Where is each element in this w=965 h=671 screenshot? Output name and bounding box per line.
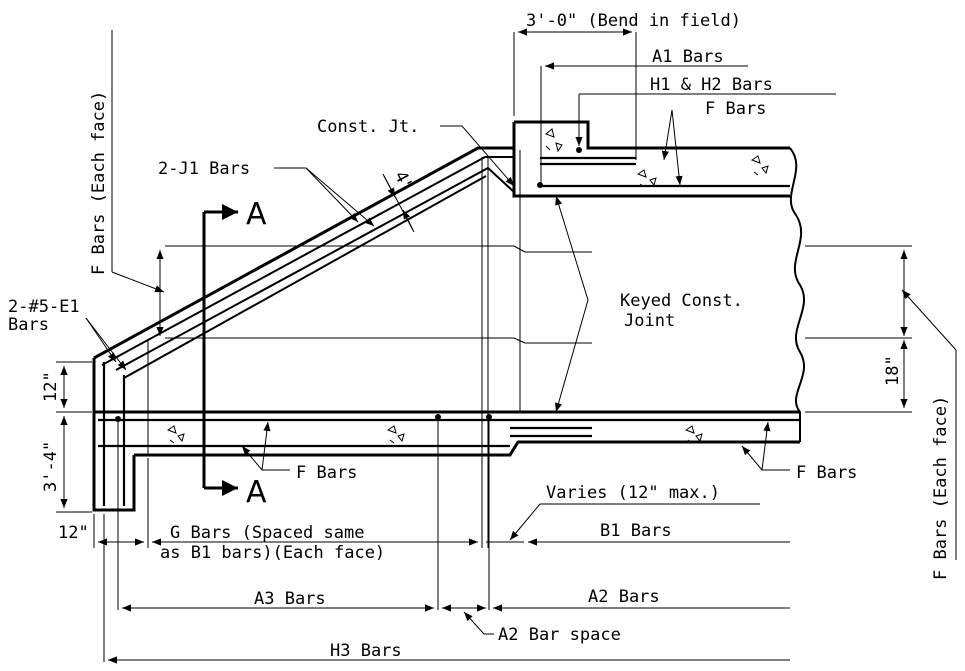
leader-f-bars-each-face-right: F Bars (Each face) (901, 289, 957, 580)
section-label-top: A (246, 197, 267, 232)
reinforcement-lines (98, 147, 912, 548)
label-bend-in-field: 3'-0" (Bend in field) (526, 11, 741, 31)
label-varies: Varies (12" max.) (546, 483, 720, 503)
label-h1-h2-bars: H1 & H2 Bars (650, 75, 773, 95)
label-f-bars-each-face-left: F Bars (Each face) (89, 91, 109, 275)
label-dim-18in: 18" (883, 355, 903, 386)
leader-two-j1-bars: 2-J1 Bars (158, 159, 375, 227)
leader-f-bars-each-face-left: F Bars (Each face) (89, 30, 165, 293)
leader-two-e1-bars: 2-#5-E1 Bars (8, 297, 127, 371)
label-h3-bars: H3 Bars (330, 641, 402, 661)
leader-varies: Varies (12" max.) (509, 483, 760, 541)
concrete-aggregate-hatch (166, 128, 769, 444)
label-dim-12in-horiz: 12" (58, 523, 89, 543)
label-dim-4in: 4" (390, 168, 417, 195)
label-two-e1-line2: Bars (8, 315, 49, 335)
label-f-bars-bottom-left: F Bars (296, 463, 357, 483)
leader-keyed-const-joint: Keyed Const. Joint (555, 195, 743, 413)
bottom-dimensions: 12" G Bars (Spaced same as B1 bars)(Each… (58, 420, 790, 664)
label-g-bars-line1: G Bars (Spaced same (170, 523, 364, 543)
leader-h1-h2-bars: H1 & H2 Bars (575, 75, 836, 146)
label-const-jt: Const. Jt. (317, 117, 419, 137)
leader-const-jt: Const. Jt. (317, 117, 515, 187)
label-keyed-line1: Keyed Const. (620, 291, 743, 311)
leader-f-bars-bottom-left: F Bars (241, 421, 357, 483)
dim-18in: 18" (883, 250, 908, 408)
label-a2-bar-space: A2 Bar space (498, 625, 621, 645)
label-f-bars-bottom-right: F Bars (796, 463, 857, 483)
label-b1-bars: B1 Bars (600, 521, 672, 541)
label-two-e1-line1: 2-#5-E1 (8, 297, 80, 317)
leader-f-bars-top: F Bars (661, 99, 766, 186)
label-g-bars-line2: as B1 bars)(Each face) (160, 543, 385, 563)
label-f-bars-top: F Bars (705, 99, 766, 119)
leader-f-bars-bottom-right: F Bars (741, 421, 857, 483)
section-label-bottom: A (246, 475, 267, 510)
section-cut-a: A A (202, 197, 267, 510)
concrete-outline (92, 120, 806, 512)
leader-a1-bars: A1 Bars (540, 47, 748, 185)
label-two-j1-bars: 2-J1 Bars (158, 159, 250, 179)
dim-left-vertical: 12" 3'-4" (41, 361, 92, 513)
label-a2-bars: A2 Bars (588, 587, 660, 607)
label-a1-bars: A1 Bars (652, 47, 724, 67)
label-a3-bars: A3 Bars (254, 589, 326, 609)
label-dim-12in-vert: 12" (41, 371, 61, 402)
label-keyed-line2: Joint (624, 311, 675, 331)
label-f-bars-each-face-right: F Bars (Each face) (931, 396, 951, 580)
label-dim-3ft4in: 3'-4" (41, 441, 61, 492)
dim-bend-in-field: 3'-0" (Bend in field) (513, 11, 741, 160)
